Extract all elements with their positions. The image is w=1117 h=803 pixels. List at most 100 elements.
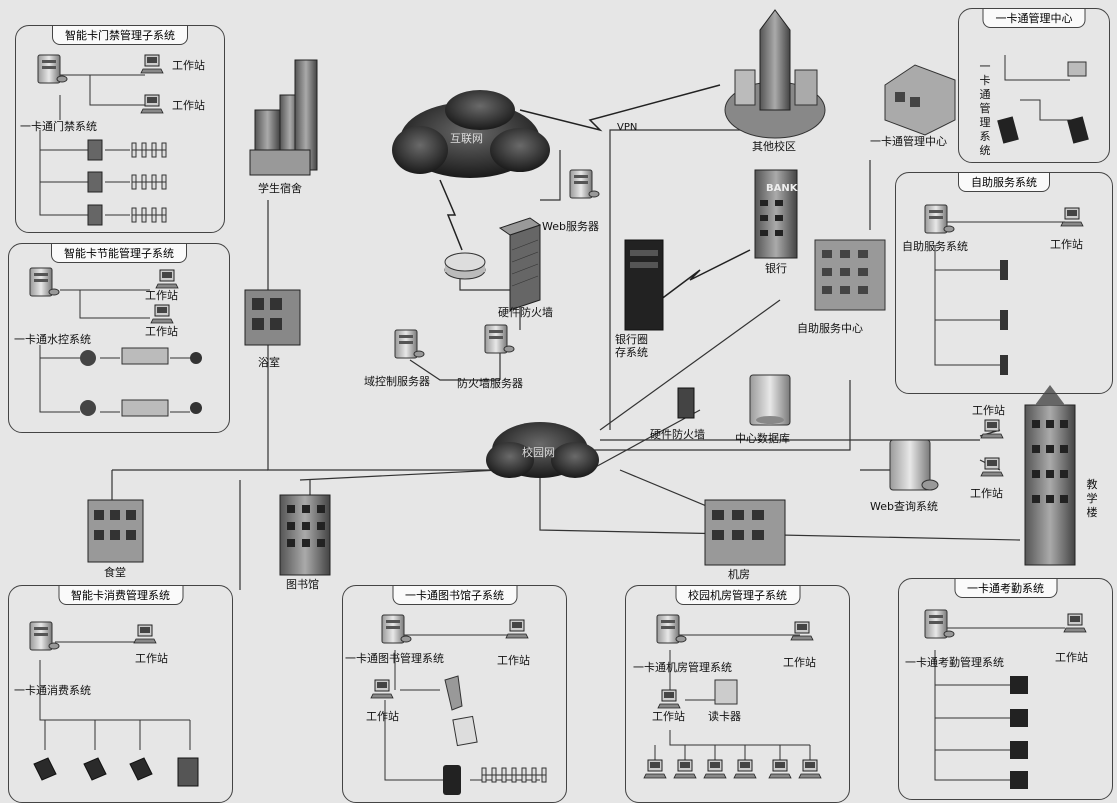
lab-pc-icon: [733, 759, 757, 779]
consume-panel-drawing: [39, 641, 191, 750]
energy-ws2-icon: [150, 304, 174, 324]
attendance-terminal-icon: [1010, 741, 1028, 759]
web-server-icon: [569, 169, 600, 199]
pos-terminal-icon: [177, 757, 199, 787]
card-issuer-icon: [1067, 61, 1087, 77]
web-query-server-icon: [889, 439, 939, 491]
dorm-building-icon: [249, 59, 318, 176]
consume-ws-icon: [133, 624, 157, 644]
campus-net-cloud-icon: [486, 422, 599, 478]
reader-icon: [714, 679, 738, 705]
pos-icon: [129, 757, 153, 781]
gate-icon: [131, 142, 167, 158]
access-ws2-icon: [140, 94, 164, 114]
center-panel-drawing: [1004, 55, 1075, 121]
canteen-label: 食堂: [104, 566, 126, 579]
access-panel-drawing: [39, 74, 145, 216]
access-server-icon: [37, 54, 68, 84]
mgmt-center-building-icon: [884, 64, 956, 136]
card-machine-icon: [452, 715, 478, 747]
access-ws2-label: 工作站: [172, 99, 205, 112]
energy-ws1-icon: [155, 269, 179, 289]
energy-ws2-label: 工作站: [145, 325, 178, 338]
ws-b-label: 工作站: [970, 487, 1003, 500]
access-system-label: 一卡通门禁系统: [20, 120, 97, 133]
library-system-label: 一卡通图书管理系统: [345, 652, 444, 665]
campus-net-label: 校园网: [522, 446, 555, 459]
access-ws1-label: 工作站: [172, 59, 205, 72]
lab-pc-icon: [768, 759, 792, 779]
card-reader-icon: [1067, 116, 1089, 144]
energy-system-label: 一卡通水控系统: [14, 333, 91, 346]
library-ws1-icon: [505, 619, 529, 639]
bank-building-icon: [754, 169, 798, 259]
bank-link-icon: [659, 249, 751, 301]
card-reader-icon: [997, 116, 1019, 144]
gate-icon: [131, 174, 167, 190]
hw-firewall-top-label: 硬件防火墙: [498, 306, 553, 319]
consume-ws-label: 工作站: [135, 652, 168, 665]
other-campus-icon: [724, 9, 826, 139]
library-server-icon: [381, 614, 412, 644]
other-campus-label: 其他校区: [752, 140, 796, 153]
lab-pc-icon: [643, 759, 667, 779]
dorm-label: 学生宿舍: [258, 182, 302, 195]
internet-cloud-icon: [392, 90, 550, 178]
internet-label: 互联网: [450, 132, 483, 145]
scanner-icon: [444, 675, 463, 711]
router-link-icon: [439, 179, 463, 251]
library-bld-label: 图书馆: [286, 578, 319, 591]
workstation-a-icon: [980, 419, 1004, 439]
bank-system-label: 银行圈存系统: [615, 333, 648, 359]
gate-icon: [131, 207, 167, 223]
bath-building-icon: [244, 289, 301, 346]
firewall-server-icon: [484, 324, 515, 354]
energy-ws1-label: 工作站: [145, 289, 178, 302]
library-ws1-label: 工作站: [497, 654, 530, 667]
web-query-label: Web查询系统: [870, 500, 938, 513]
domain-server-label: 域控制服务器: [364, 375, 430, 388]
lab-pc-icon: [798, 759, 822, 779]
consume-system-label: 一卡通消费系统: [14, 684, 91, 697]
hardware-firewall-icon: [498, 217, 542, 311]
ws-a-label: 工作站: [972, 404, 1005, 417]
bank-label: 银行: [765, 262, 787, 275]
firewall-server-label: 防火墙服务器: [457, 377, 523, 390]
selfservice-panel-drawing: [934, 221, 1065, 366]
selfservice-system-label: 自助服务系统: [902, 240, 968, 253]
central-db-label: 中心数据库: [735, 432, 790, 445]
small-firewall-icon: [677, 387, 695, 419]
vpn-label: VPN: [617, 122, 638, 133]
library-ws2-icon: [370, 679, 394, 699]
lab-ws1-label: 工作站: [783, 656, 816, 669]
canteen-building-icon: [87, 499, 144, 563]
teaching-building-icon: [1024, 385, 1076, 566]
gate-reader-icon: [443, 765, 461, 795]
center-system-label: 一卡通管理系统: [979, 60, 991, 157]
web-server-label: Web服务器: [542, 220, 599, 233]
attendance-terminal-icon: [1010, 709, 1028, 727]
pos-icon: [83, 757, 107, 781]
lab-pc-icon: [673, 759, 697, 779]
central-db-icon: [749, 374, 791, 426]
water-server-icon: [29, 267, 60, 297]
bank-system-icon: [624, 239, 664, 331]
workstation-b-icon: [980, 457, 1004, 477]
lab-server-icon: [656, 614, 687, 644]
attendance-ws-icon: [1063, 613, 1087, 633]
machine-room-label: 机房: [728, 568, 750, 581]
bank-sign: BANK: [766, 183, 798, 194]
lab-ws1-icon: [790, 621, 814, 641]
bath-label: 浴室: [258, 356, 280, 369]
lab-ws2-label: 工作站: [652, 710, 685, 723]
self-service-center-icon: [814, 239, 886, 311]
library-ws2-label: 工作站: [366, 710, 399, 723]
machine-room-building-icon: [704, 499, 786, 566]
attendance-ws-label: 工作站: [1055, 651, 1088, 664]
attendance-system-label: 一卡通考勤管理系统: [905, 656, 1004, 669]
attendance-server-icon: [924, 609, 955, 639]
self-center-label: 自助服务中心: [797, 322, 863, 335]
self-ws-icon: [1060, 207, 1084, 227]
selfservice-ws-label: 工作站: [1050, 238, 1083, 251]
